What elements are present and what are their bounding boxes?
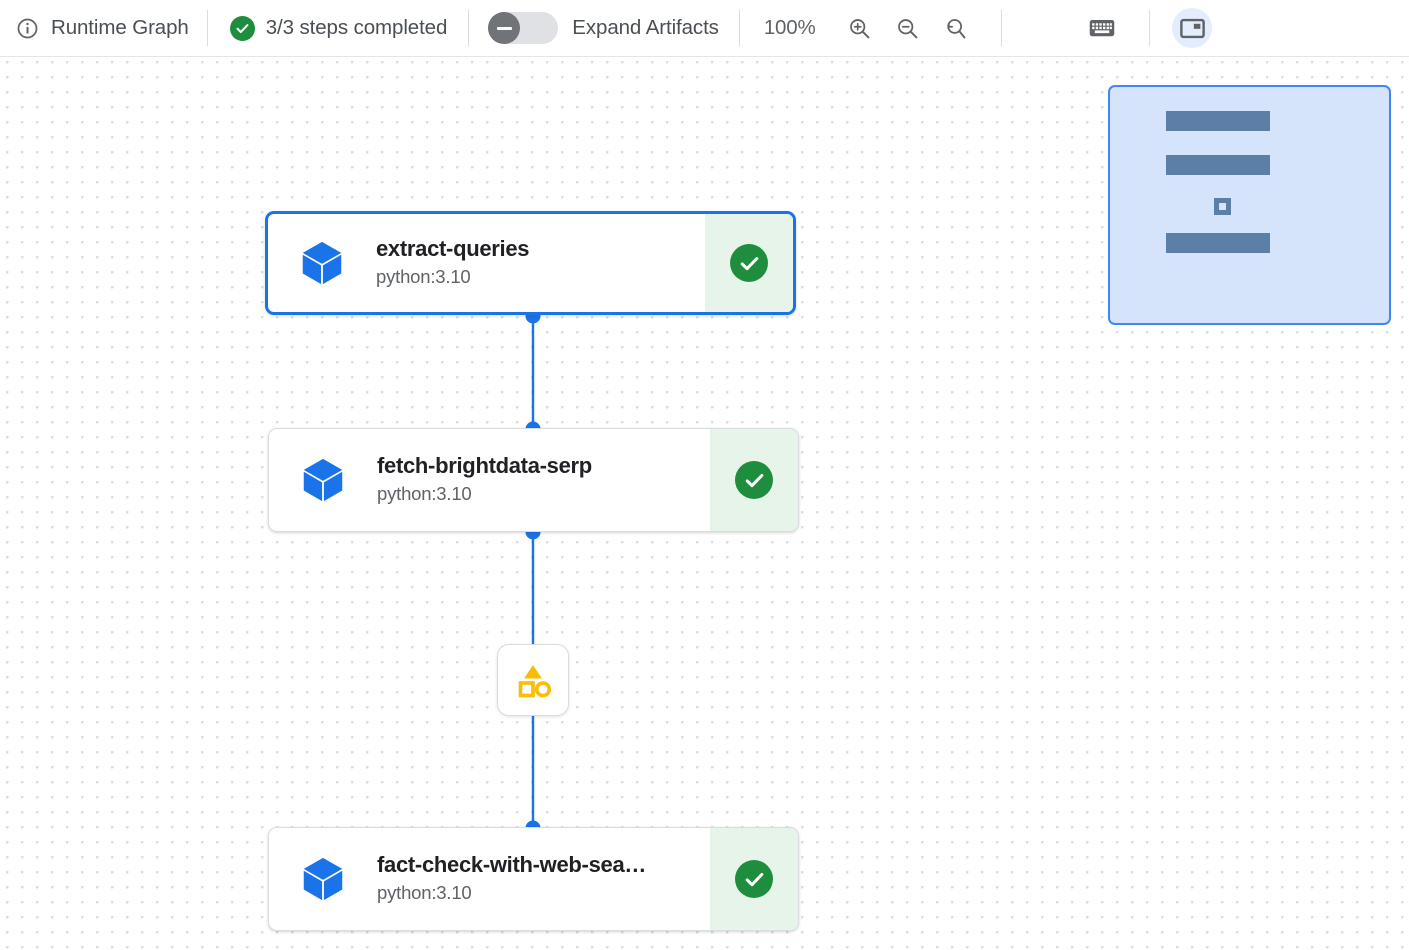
node-title: extract-queries xyxy=(376,236,530,262)
node-title: fact-check-with-web-sea… xyxy=(377,852,647,878)
minimap-node xyxy=(1166,155,1270,175)
node-text: fetch-brightdata-serp python:3.10 xyxy=(377,429,710,531)
toolbar-title-group: Runtime Graph xyxy=(0,0,189,56)
graph-canvas[interactable]: extract-queries python:3.10 xyxy=(0,57,1409,950)
graph-node-fact-check-with-web-search[interactable]: fact-check-with-web-sea… python:3.10 xyxy=(268,827,799,931)
status-badge: 3/3 steps completed xyxy=(265,16,448,39)
toolbar: Runtime Graph 3/3 steps completed Expand… xyxy=(0,0,1409,57)
picture-in-picture-icon[interactable] xyxy=(1172,8,1213,48)
keyboard-icon[interactable] xyxy=(1082,8,1122,48)
toolbar-divider xyxy=(738,10,740,46)
minimap-node xyxy=(1166,111,1270,131)
zoom-out-icon[interactable] xyxy=(887,8,927,48)
minimap[interactable] xyxy=(1108,85,1391,325)
shapes-icon xyxy=(518,665,552,698)
minimap-artifact xyxy=(1214,198,1231,215)
page-title: Runtime Graph xyxy=(51,16,189,39)
keyboard-group xyxy=(1082,0,1122,56)
toolbar-divider xyxy=(206,10,208,46)
info-circle-icon xyxy=(16,17,39,40)
node-status-panel xyxy=(710,429,798,531)
cube-icon xyxy=(268,214,376,312)
check-circle-icon xyxy=(735,860,773,898)
check-circle-icon xyxy=(730,244,768,282)
node-subtitle: python:3.10 xyxy=(376,265,471,287)
check-circle-icon xyxy=(735,461,773,499)
minus-icon xyxy=(496,26,512,30)
node-subtitle: python:3.10 xyxy=(377,482,472,504)
expand-artifacts-toggle[interactable] xyxy=(488,12,559,44)
cube-icon xyxy=(269,429,377,531)
zoom-controls: 100% xyxy=(740,0,976,56)
toolbar-divider xyxy=(1149,10,1151,46)
artifact-badge[interactable] xyxy=(497,644,569,716)
zoom-in-icon[interactable] xyxy=(839,8,879,48)
steps-status-group: 3/3 steps completed xyxy=(208,0,448,56)
cube-icon xyxy=(269,828,377,930)
expand-artifacts-label: Expand Artifacts xyxy=(572,16,719,39)
node-subtitle: python:3.10 xyxy=(377,881,472,903)
toolbar-divider xyxy=(1001,10,1003,46)
toolbar-divider xyxy=(468,10,470,46)
node-status-panel xyxy=(705,214,793,312)
minimap-node xyxy=(1166,233,1270,253)
zoom-level-label: 100% xyxy=(763,16,816,39)
node-text: fact-check-with-web-sea… python:3.10 xyxy=(377,828,710,930)
toggle-thumb xyxy=(488,12,521,44)
check-circle-icon xyxy=(229,15,255,41)
minimap-toggle-group xyxy=(1172,0,1213,56)
graph-node-extract-queries[interactable]: extract-queries python:3.10 xyxy=(265,211,796,315)
node-text: extract-queries python:3.10 xyxy=(376,214,705,312)
node-status-panel xyxy=(710,828,798,930)
node-title: fetch-brightdata-serp xyxy=(377,453,592,479)
zoom-reset-icon[interactable] xyxy=(935,8,975,48)
graph-node-fetch-brightdata-serp[interactable]: fetch-brightdata-serp python:3.10 xyxy=(268,428,799,532)
expand-artifacts-group: Expand Artifacts xyxy=(469,0,719,56)
